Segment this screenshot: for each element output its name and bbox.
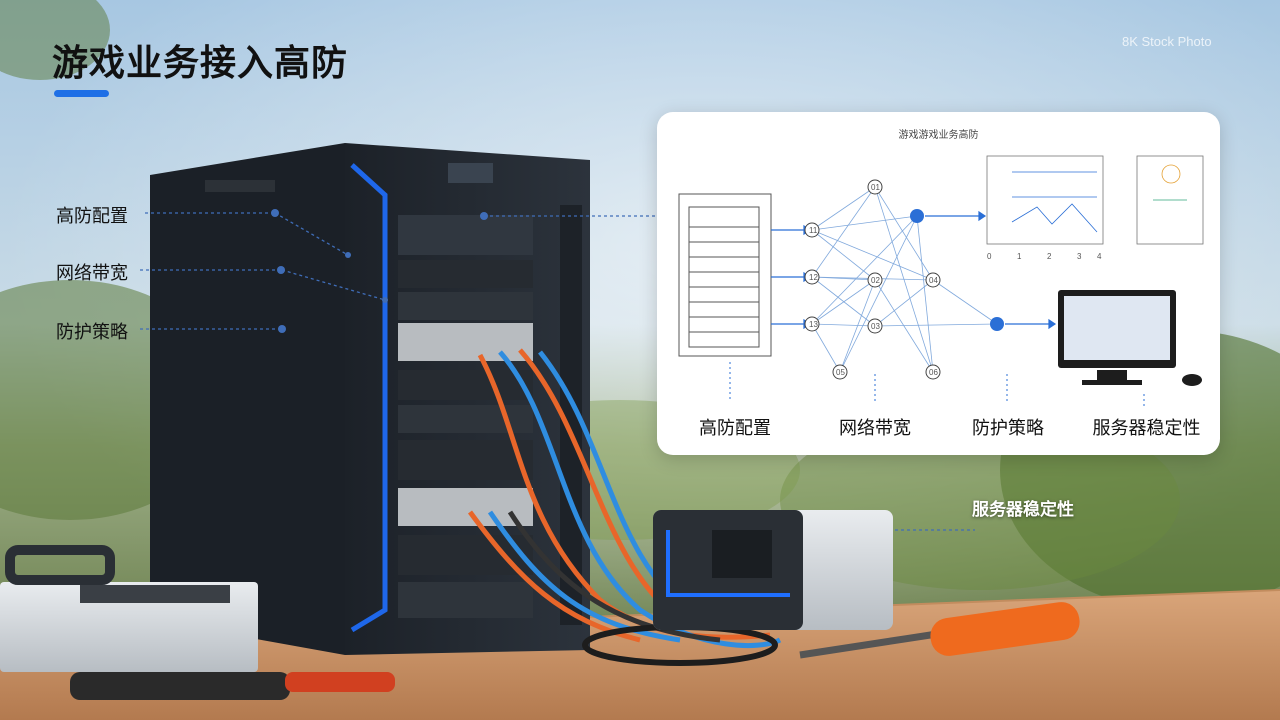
highlight-nodes (910, 209, 1004, 331)
screwdriver (799, 602, 1080, 659)
chart-tick: 2 (1047, 252, 1052, 261)
network-edges (811, 186, 998, 373)
chart-tick: 1 (1017, 252, 1022, 261)
panel-label-server-stability: 服务器稳定性 (1092, 418, 1201, 439)
panel-label-protection-policy: 防护策略 (972, 418, 1044, 439)
chart-tick: 0 (987, 252, 992, 261)
network-nodes (804, 179, 941, 380)
node-label: 12 (809, 273, 818, 282)
node-label: 11 (809, 226, 818, 235)
callout-protection-policy: 防护策略 (56, 322, 128, 343)
panel-label-network-bandwidth: 网络带宽 (839, 418, 911, 439)
node-label: 05 (836, 368, 845, 377)
diagram-panel: 游戏游戏业务高防 (657, 112, 1220, 455)
server-rack (150, 143, 590, 655)
node-label: 04 (929, 276, 938, 285)
node-label: 01 (871, 183, 880, 192)
page-title: 游戏业务接入高防 (52, 43, 349, 84)
network-appliance (653, 510, 893, 630)
callout-high-defense-config: 高防配置 (56, 206, 128, 227)
chart-tick: 4 (1097, 252, 1102, 261)
server-sketch (678, 193, 772, 357)
callout-network-bandwidth: 网络带宽 (56, 263, 128, 284)
node-label: 03 (871, 322, 880, 331)
monitor-sketch (1058, 290, 1202, 386)
callout-server-stability: 服务器稳定性 (972, 500, 1074, 520)
title-accent-bar (54, 90, 109, 97)
chart-tick: 3 (1077, 252, 1082, 261)
node-label: 06 (929, 368, 938, 377)
node-label: 13 (809, 320, 818, 329)
panel-label-high-defense-config: 高防配置 (699, 418, 771, 439)
left-device (0, 545, 258, 672)
node-label: 02 (871, 276, 880, 285)
watermark: 8K Stock Photo (1122, 34, 1212, 49)
panel-title: 游戏游戏业务高防 (898, 130, 979, 141)
diagram-graphic (678, 155, 1204, 407)
label-guides (729, 362, 1145, 407)
mini-charts (986, 155, 1204, 245)
